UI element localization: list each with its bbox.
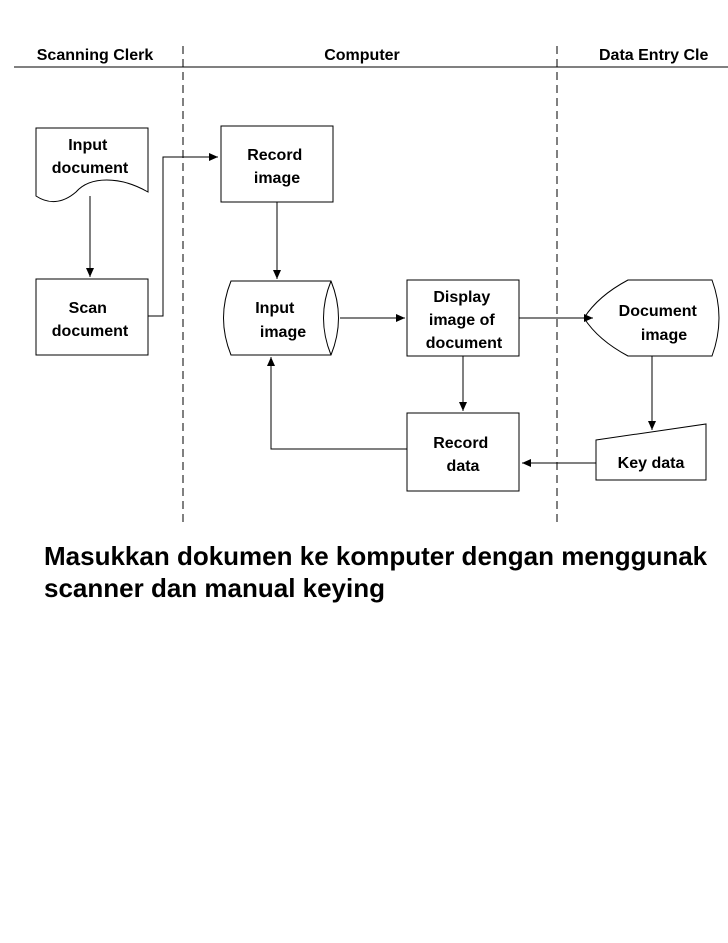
node-document-image: Document image (583, 279, 720, 357)
node-input-image: Input image (223, 280, 339, 356)
node-label: Input document (52, 137, 129, 177)
node-label: Scan document (52, 300, 129, 340)
node-record-image: Record image (220, 125, 334, 203)
slide-caption: Masukkan dokumen ke komputer dengan meng… (44, 540, 728, 604)
caption-line-1: Masukkan dokumen ke komputer dengan meng… (44, 541, 708, 571)
node-record-data: Record data (406, 412, 520, 492)
node-label: Document image (619, 303, 702, 344)
lane-title-data-entry-clerk: Data Entry Cle (599, 47, 708, 64)
node-label: Key data (618, 455, 685, 472)
node-input-document: Input document (35, 127, 149, 202)
node-label: Record data (433, 435, 493, 475)
node-key-data: Key data (595, 423, 707, 481)
node-label: Display image of document (426, 289, 503, 352)
node-label: Input image (255, 300, 306, 341)
lane-title-computer: Computer (324, 47, 400, 64)
node-label: Record image (247, 147, 307, 187)
flowchart-diagram: Scanning Clerk Computer Data Entry Cle I… (14, 46, 728, 525)
caption-line-2: scanner dan manual keying (44, 573, 386, 603)
node-scan-document: Scan document (35, 278, 149, 356)
node-display-image: Display image of document (406, 279, 520, 357)
arrow-scan-to-record-image (148, 153, 218, 317)
arrow-record-data-to-input-image (267, 357, 407, 450)
lane-title-scanning-clerk: Scanning Clerk (37, 47, 154, 64)
